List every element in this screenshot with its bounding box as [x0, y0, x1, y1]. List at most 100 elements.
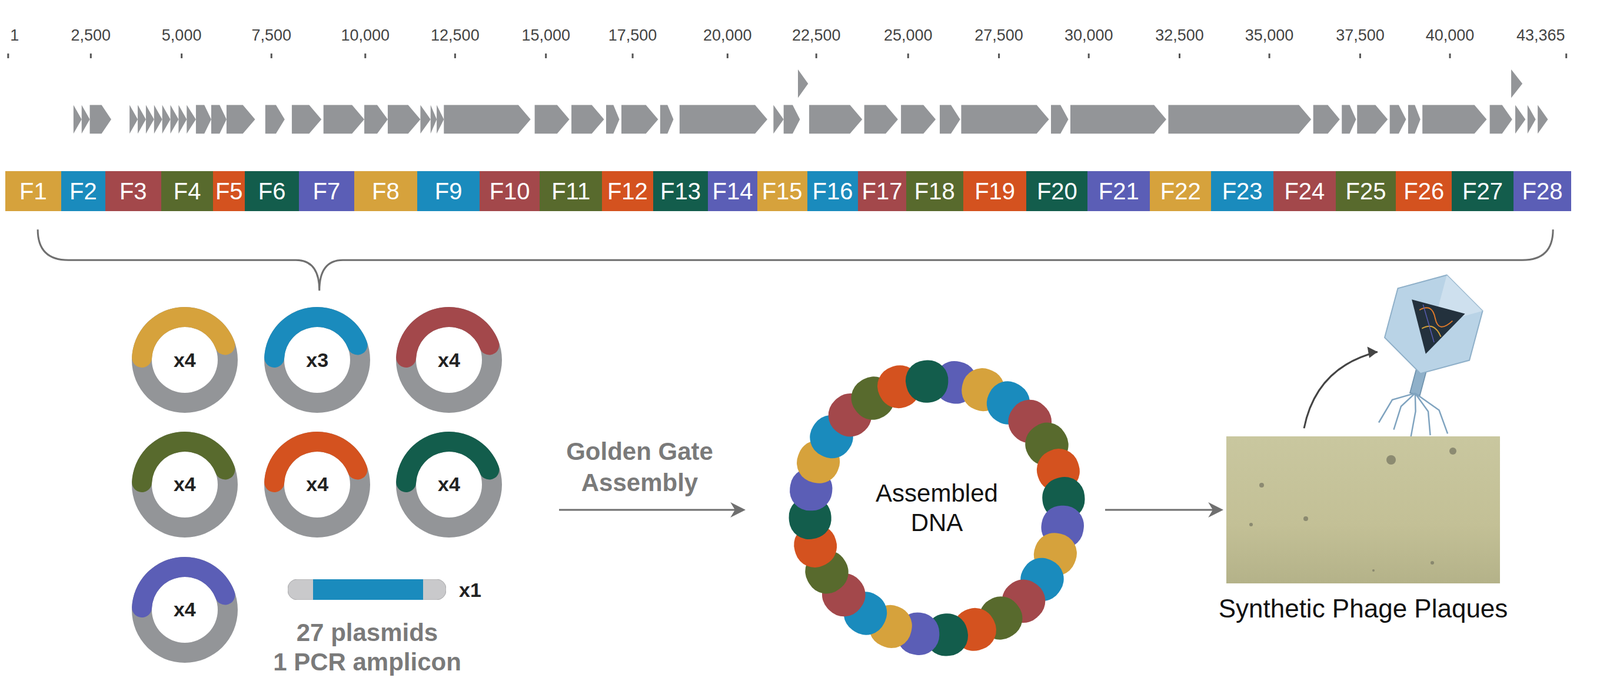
- gene-arrow: [162, 105, 171, 135]
- axis-label: 1: [10, 25, 19, 46]
- fragment-label: F27: [1462, 178, 1503, 205]
- fragment-label: F4: [173, 178, 202, 205]
- gene-arrow: [1168, 105, 1312, 135]
- fragment-label: F6: [258, 178, 286, 205]
- gene-arrow: [73, 105, 82, 135]
- fragment-label: F26: [1403, 178, 1445, 205]
- plaque-photo: [1226, 436, 1500, 584]
- plasmid-circle: x3: [263, 305, 372, 415]
- axis-label: 5,000: [161, 25, 202, 46]
- axis-label: 20,000: [703, 25, 753, 46]
- gene-arrow: [420, 105, 431, 135]
- axis-label: 22,500: [792, 25, 841, 46]
- plasmid-circle: x4: [394, 305, 504, 415]
- gene-arrow: [291, 105, 322, 135]
- axis-label: 10,000: [340, 25, 390, 46]
- tick-mark: [544, 53, 547, 59]
- gene-arrow: [797, 69, 808, 99]
- tick-mark: [1178, 53, 1181, 59]
- step-label: Golden Gate Assembly: [551, 436, 728, 499]
- gene-arrow: [773, 105, 784, 135]
- axis-label: 40,000: [1425, 25, 1475, 46]
- tick-mark: [90, 53, 92, 59]
- axis-label: 12,500: [430, 25, 480, 46]
- fragment-box: F19: [963, 171, 1027, 212]
- gene-arrow: [195, 105, 212, 135]
- gene-arrow: [430, 105, 437, 135]
- copy-count: x4: [173, 348, 196, 372]
- gene-arrow: [864, 105, 898, 135]
- golden-gate-arrow: [559, 510, 743, 511]
- tick-mark: [998, 53, 1000, 59]
- fragment-box: F16: [807, 171, 859, 212]
- fragment-box: F11: [539, 171, 602, 212]
- fragment-box: F14: [707, 171, 757, 212]
- fragment-label: F12: [607, 178, 648, 205]
- fragment-label: F8: [371, 178, 400, 205]
- copy-count: x4: [437, 348, 461, 372]
- fragment-label: F23: [1222, 178, 1263, 205]
- fragment-box: F15: [757, 171, 808, 212]
- fragment-box: F27: [1451, 171, 1513, 212]
- fragment-label: F22: [1160, 178, 1202, 205]
- axis-label: 32,500: [1155, 25, 1204, 46]
- gene-arrow: [443, 105, 531, 135]
- axis-label: 35,000: [1245, 25, 1295, 46]
- fragment-box: F12: [601, 171, 654, 212]
- gene-arrow: [1389, 105, 1407, 135]
- gene-arrow: [137, 105, 146, 135]
- plasmid-circle: x4: [130, 556, 239, 665]
- flow-arrow: [1105, 509, 1221, 512]
- fragment-box: F22: [1149, 171, 1212, 212]
- gene-arrow: [81, 105, 91, 135]
- fragment-label: F10: [489, 178, 531, 205]
- ring-label: Assembled DNA: [866, 478, 1008, 539]
- fragment-label: F2: [69, 178, 98, 205]
- plaque-plate: Synthetic Phage Plaques: [1226, 436, 1500, 584]
- gene-arrow: [783, 105, 801, 135]
- gene-arrow: [145, 105, 155, 135]
- gene-arrow: [1515, 105, 1526, 135]
- tick-mark: [815, 53, 818, 59]
- gene-arrow: [154, 105, 163, 135]
- tick-mark: [364, 53, 367, 59]
- amplicon-tube: [287, 579, 447, 601]
- fragment-box: F5: [213, 171, 245, 212]
- gene-arrow: [1511, 69, 1523, 99]
- gene-arrow: [1537, 105, 1548, 135]
- axis-label: 37,500: [1335, 25, 1385, 46]
- gene-arrow: [571, 105, 604, 135]
- fragment-box: F9: [417, 171, 480, 212]
- fragment-box: F20: [1026, 171, 1088, 212]
- gene-arrow: [1356, 105, 1388, 135]
- copy-count: x4: [437, 473, 461, 497]
- copy-count: x4: [305, 473, 329, 497]
- fragment-label: F18: [914, 178, 956, 205]
- fragment-box: F17: [857, 171, 906, 212]
- gene-arrow: [1070, 105, 1167, 135]
- fragment-label: F25: [1345, 178, 1386, 205]
- fragment-label: F5: [215, 178, 244, 205]
- gene-arrow: [660, 105, 674, 135]
- fragment-box: F3: [105, 171, 162, 212]
- gene-arrow: [1313, 105, 1340, 135]
- fragment-box: F23: [1211, 171, 1274, 212]
- copy-count: x3: [305, 348, 329, 372]
- gene-arrow: [1527, 105, 1536, 135]
- axis-label: 27,500: [974, 25, 1024, 46]
- tick-mark: [7, 53, 9, 59]
- gene-arrow: [129, 105, 138, 135]
- fragment-box: F18: [906, 171, 964, 212]
- fragment-label: F20: [1036, 178, 1078, 205]
- gene-arrow: [900, 105, 936, 135]
- tick-mark: [270, 53, 273, 59]
- gene-arrow: [186, 105, 196, 135]
- fragment-box: F4: [161, 171, 214, 212]
- fragment-label: F28: [1521, 178, 1563, 205]
- gene-arrow: [621, 105, 658, 135]
- gene-arrow: [178, 105, 187, 135]
- axis-label: 15,000: [521, 25, 571, 46]
- gene-arrow: [323, 105, 365, 135]
- gene-arrow: [211, 105, 227, 135]
- axis-label: 30,000: [1064, 25, 1114, 46]
